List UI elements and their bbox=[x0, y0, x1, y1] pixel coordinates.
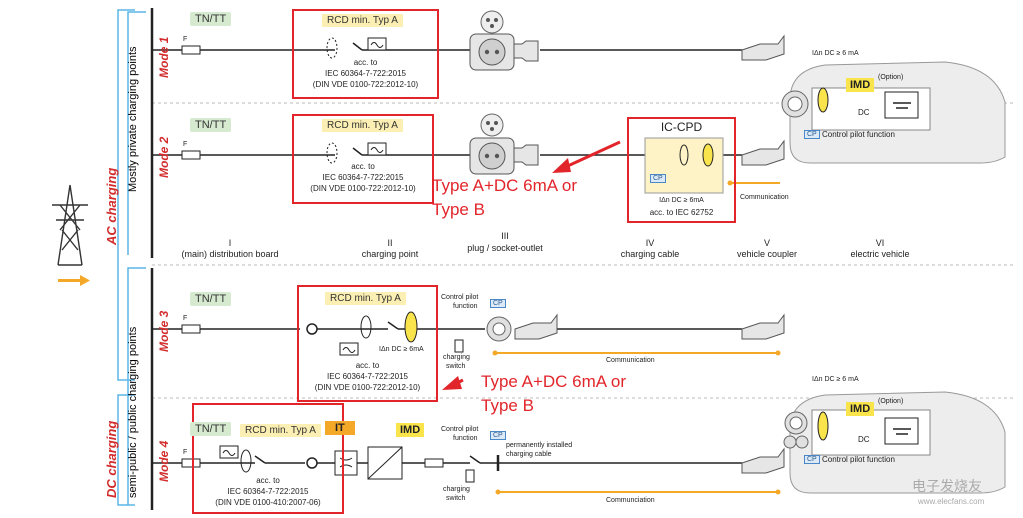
communication-label: Communciation bbox=[606, 497, 655, 504]
vehicle-idn: IΔn DC ≥ 6 mA bbox=[812, 50, 859, 57]
fuse-label: F bbox=[183, 36, 188, 43]
fuse-label: F bbox=[183, 449, 188, 456]
rcd-standard: IEC 60364-7-722:2015 bbox=[325, 69, 406, 78]
rcd-standard: IEC 60364-7-722:2015 bbox=[327, 372, 408, 381]
annotation-type-line2: Type B bbox=[432, 200, 485, 219]
column-number: II bbox=[387, 238, 393, 248]
rcd-din: (DIN VDE 0100-722:2012-10) bbox=[310, 184, 416, 193]
iccpd-title: IC-CPD bbox=[660, 120, 703, 134]
column-number: VI bbox=[875, 238, 885, 248]
cp-badge: CP bbox=[804, 455, 820, 464]
column-label: (main) distribution board bbox=[181, 249, 279, 259]
dc-label: DC bbox=[858, 108, 870, 117]
annotation-type-line2: Type B bbox=[481, 396, 534, 415]
tn-tt-badge: TN/TT bbox=[190, 292, 232, 306]
pylon-icon bbox=[52, 184, 88, 266]
red-highlight-boxes bbox=[192, 9, 736, 514]
cp-badge: CP bbox=[804, 130, 820, 139]
column-label: charging cable bbox=[620, 249, 680, 259]
column-label: charging point bbox=[361, 249, 419, 259]
column-number: III bbox=[501, 231, 509, 241]
watermark-brand: 电子发烧友 bbox=[912, 478, 982, 494]
vehicle-top bbox=[781, 61, 1006, 164]
imd-option: (Option) bbox=[878, 74, 904, 81]
fuse-label: F bbox=[183, 315, 188, 322]
communication-label: Communication bbox=[606, 357, 655, 364]
vehicle-idn: IΔn DC ≥ 6 mA bbox=[812, 376, 859, 383]
rcd-acc: acc. to bbox=[355, 361, 380, 370]
charging-switch-label: charging bbox=[443, 486, 470, 493]
rcd-standard: IEC 60364-7-722:2015 bbox=[322, 173, 404, 182]
column-label: vehicle coupler bbox=[736, 249, 798, 259]
iccpd-idn: IΔn DC ≥ 6mA bbox=[659, 197, 704, 204]
column-number: I bbox=[228, 238, 232, 248]
rcd-din: (DIN VDE 0100-722:2012-10) bbox=[314, 383, 421, 392]
column-number: V bbox=[763, 238, 770, 248]
annotation-type-line1: Type A+DC 6mA or bbox=[481, 372, 627, 391]
rcd-title: RCD min. Typ A bbox=[325, 292, 406, 305]
mode3-idn: IΔn DC ≥ 6mA bbox=[379, 346, 424, 353]
private-charging-label: Mostly private charging points bbox=[127, 46, 139, 192]
dc-charging-label: DC charging bbox=[104, 420, 119, 498]
annotation-type-line1: Type A+DC 6mA or bbox=[432, 176, 578, 195]
imd-badge: IMD bbox=[846, 402, 875, 416]
charging-switch-label: switch bbox=[446, 495, 466, 502]
column-label: electric vehicle bbox=[850, 249, 910, 259]
ac-charging-label: AC charging bbox=[104, 167, 119, 245]
control-pilot-label: function bbox=[453, 435, 478, 442]
control-pilot-label: Control pilot bbox=[441, 426, 479, 433]
fuse-label: F bbox=[183, 141, 188, 148]
rcd-acc: acc. to bbox=[351, 162, 375, 171]
mode-2-label: Mode 2 bbox=[157, 136, 171, 178]
cp-badge: CP bbox=[490, 299, 506, 308]
rcd-title: RCD min. Typ A bbox=[240, 424, 321, 437]
vehicle-bottom bbox=[783, 391, 1006, 494]
tn-tt-badge: TN/TT bbox=[190, 422, 232, 436]
mode-4-label: Mode 4 bbox=[157, 440, 171, 482]
cp-function-label: Control pilot function bbox=[822, 455, 895, 464]
permanent-cable-label: charging cable bbox=[506, 451, 552, 458]
mode-3-label: Mode 3 bbox=[157, 310, 171, 352]
rcd-title: RCD min. Typ A bbox=[322, 14, 403, 27]
charging-switch-label: charging bbox=[443, 354, 470, 361]
it-badge: IT bbox=[325, 421, 355, 435]
rcd-acc: acc. to bbox=[256, 476, 280, 485]
tn-tt-badge: TN/TT bbox=[190, 118, 232, 132]
imd-badge: IMD bbox=[846, 78, 875, 92]
cp-function-label: Control pilot function bbox=[822, 130, 895, 139]
cp-badge: CP bbox=[490, 431, 506, 440]
column-number: IV bbox=[645, 238, 655, 248]
tn-tt-badge: TN/TT bbox=[190, 12, 232, 26]
watermark-url: www.elecfans.com bbox=[918, 497, 985, 506]
permanent-cable-label: permanently installed bbox=[506, 442, 573, 449]
control-pilot-label: function bbox=[453, 303, 478, 310]
control-pilot-label: Control pilot bbox=[441, 294, 479, 301]
communication-label: Communication bbox=[740, 194, 789, 201]
column-label: plug / socket-outlet bbox=[467, 243, 543, 253]
section-brackets bbox=[117, 9, 146, 506]
public-charging-label: semi-public / public charging points bbox=[127, 326, 139, 498]
arrow-icon bbox=[58, 275, 90, 286]
rcd-din: (DIN VDE 0100-722:2012-10) bbox=[312, 80, 419, 89]
rcd-din: (DIN VDE 0100-410:2007-06) bbox=[215, 498, 321, 507]
rcd-acc: acc. to bbox=[353, 58, 378, 67]
imd-option: (Option) bbox=[878, 398, 904, 405]
dc-label: DC bbox=[858, 435, 870, 444]
imd-badge: IMD bbox=[396, 423, 425, 437]
rcd-standard: IEC 60364-7-722:2015 bbox=[227, 487, 309, 496]
charging-switch-label: switch bbox=[446, 363, 466, 370]
rcd-title: RCD min. Typ A bbox=[322, 119, 403, 132]
cp-badge: CP bbox=[650, 174, 666, 183]
iccpd-standard: acc. to IEC 62752 bbox=[649, 208, 714, 217]
mode-1-label: Mode 1 bbox=[157, 36, 171, 78]
